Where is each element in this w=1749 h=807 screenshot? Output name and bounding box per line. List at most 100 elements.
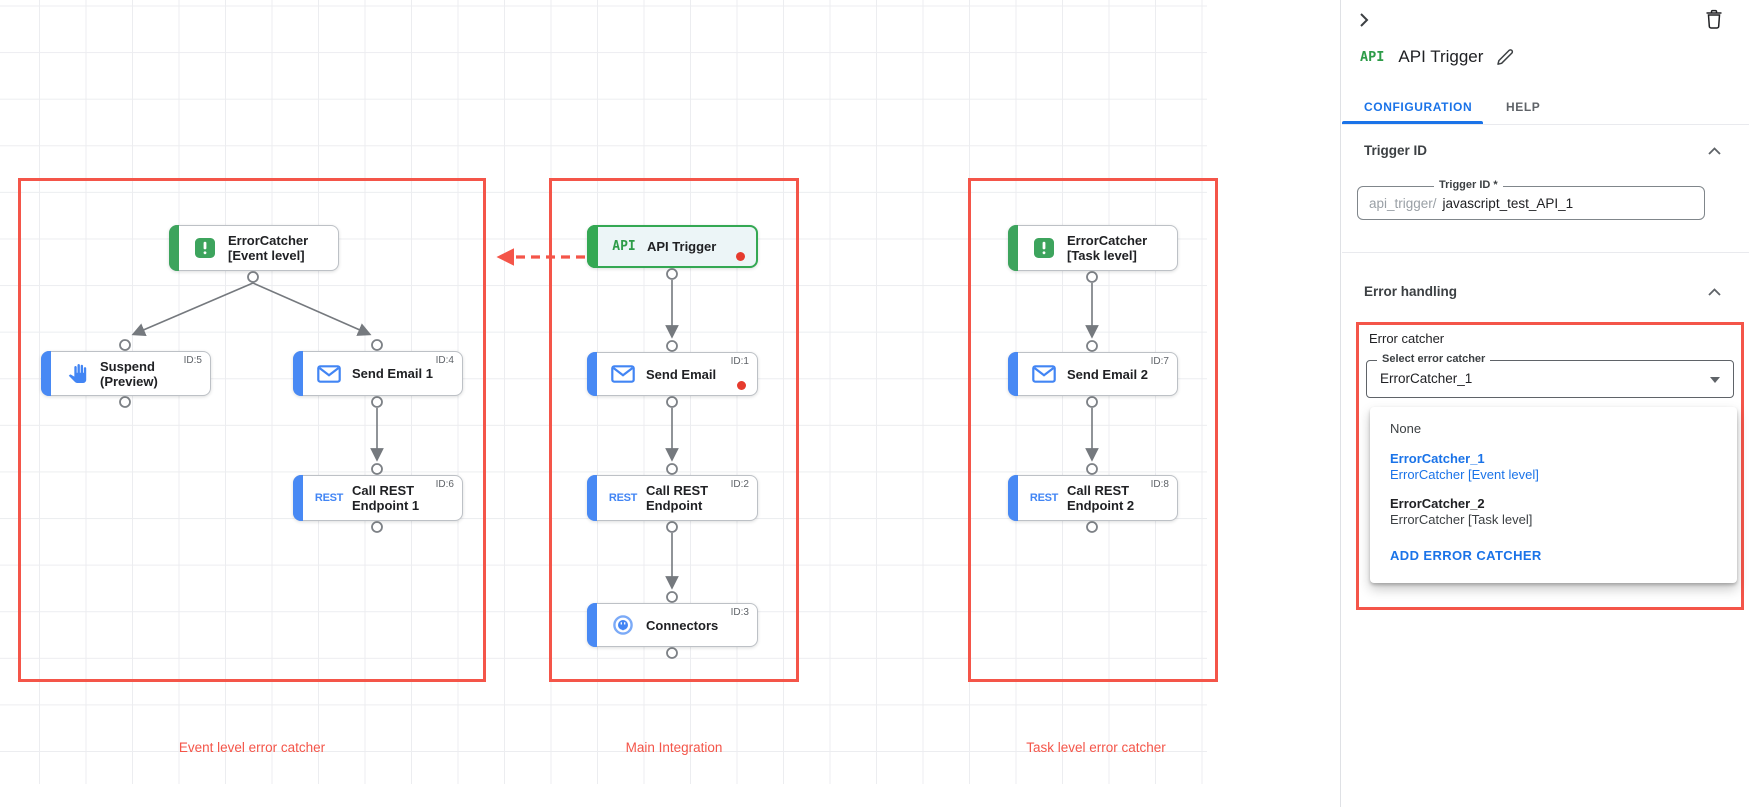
node-id-label: ID:3: [730, 607, 749, 618]
group-label-main-integration: Main Integration: [625, 740, 723, 755]
workflow-canvas[interactable]: ErrorCatcher[Event level] Suspend(Previe…: [0, 0, 1340, 807]
node-accent-bar: [587, 603, 597, 647]
node-api-trigger[interactable]: API API Trigger: [587, 225, 758, 268]
email-icon: [314, 364, 344, 383]
node-id-label: ID:1: [730, 356, 749, 367]
node-accent-bar: [1008, 475, 1018, 521]
rest-icon: REST: [314, 492, 344, 504]
edit-title-button[interactable]: [1495, 47, 1515, 67]
node-title: Send Email 2: [1067, 366, 1148, 382]
email-icon: [608, 365, 638, 383]
error-catcher-icon: [190, 238, 220, 258]
rest-icon: REST: [608, 492, 638, 504]
collapse-panel-button[interactable]: [1354, 10, 1374, 30]
node-suspend[interactable]: Suspend(Preview) ID:5: [41, 351, 211, 396]
node-accent-bar: [587, 225, 598, 268]
error-catcher-label: Error catcher: [1369, 331, 1445, 346]
node-accent-bar: [41, 351, 51, 396]
select-label: Select error catcher: [1377, 353, 1491, 365]
edit-indicator-dot: [737, 381, 746, 390]
node-id-label: ID:5: [183, 355, 202, 366]
trigger-id-prefix: api_trigger/: [1369, 195, 1437, 211]
divider: [1342, 124, 1749, 125]
section-error-handling[interactable]: Error handling: [1364, 284, 1723, 299]
menu-item-errorcatcher-2[interactable]: ErrorCatcher_2 ErrorCatcher [Task level]: [1390, 496, 1532, 528]
node-title: Suspend(Preview): [100, 358, 158, 389]
tab-configuration[interactable]: CONFIGURATION: [1364, 100, 1473, 114]
api-icon: API: [612, 239, 636, 254]
group-box-task-level: [968, 178, 1218, 682]
node-accent-bar: [587, 475, 597, 521]
node-accent-bar: [293, 475, 303, 521]
node-id-label: ID:8: [1150, 479, 1169, 490]
node-title: API Trigger: [647, 239, 717, 254]
suspend-hand-icon: [62, 364, 92, 383]
menu-item-none[interactable]: None: [1390, 421, 1422, 436]
connectors-icon: [608, 614, 638, 636]
node-id-label: ID:7: [1150, 356, 1169, 367]
error-catcher-highlight-box: Error catcher Select error catcher Error…: [1356, 322, 1744, 610]
chevron-up-icon: [1708, 287, 1721, 296]
node-title: ErrorCatcher[Event level]: [228, 233, 309, 263]
config-panel: API API Trigger CONFIGURATION HELP Trigg…: [1340, 0, 1749, 807]
error-catcher-menu: None ErrorCatcher_1 ErrorCatcher [Event …: [1370, 407, 1737, 583]
section-trigger-id[interactable]: Trigger ID: [1364, 143, 1723, 158]
chevron-right-icon: [1360, 13, 1369, 27]
tab-help[interactable]: HELP: [1506, 100, 1541, 114]
error-catcher-icon: [1029, 238, 1059, 258]
dropdown-caret-icon: [1710, 377, 1720, 383]
node-title: ErrorCatcher[Task level]: [1067, 233, 1148, 263]
node-id-label: ID:2: [730, 479, 749, 490]
menu-item-description: ErrorCatcher [Task level]: [1390, 512, 1533, 527]
menu-item-name: ErrorCatcher_1: [1390, 451, 1485, 466]
menu-item-name: ErrorCatcher_2: [1390, 496, 1485, 511]
section-title: Trigger ID: [1364, 143, 1428, 158]
section-title: Error handling: [1364, 284, 1458, 299]
edit-indicator-dot: [736, 252, 745, 261]
node-accent-bar: [169, 225, 179, 271]
trash-icon: [1706, 9, 1722, 29]
node-id-label: ID:6: [435, 479, 454, 490]
group-box-main-integration: [549, 178, 799, 682]
node-accent-bar: [1008, 225, 1018, 271]
panel-title: API Trigger: [1398, 47, 1484, 66]
trigger-id-value: javascript_test_API_1: [1442, 195, 1574, 211]
node-title: Send Email: [646, 366, 717, 382]
menu-item-description: ErrorCatcher [Event level]: [1390, 467, 1539, 482]
api-trigger-icon: API: [1360, 49, 1385, 65]
node-accent-bar: [293, 351, 303, 396]
trigger-id-field-label: Trigger ID *: [1434, 179, 1503, 191]
group-box-event-level: [18, 178, 486, 682]
node-error-catcher-event-level[interactable]: ErrorCatcher[Event level]: [169, 225, 339, 271]
node-send-email[interactable]: Send Email ID:1: [587, 352, 758, 396]
select-value: ErrorCatcher_1: [1380, 371, 1473, 386]
node-accent-bar: [1008, 352, 1018, 396]
node-error-catcher-task-level[interactable]: ErrorCatcher[Task level]: [1008, 225, 1178, 271]
node-connectors[interactable]: Connectors ID:3: [587, 603, 758, 647]
group-label-event-level: Event level error catcher: [178, 740, 326, 755]
email-icon: [1029, 365, 1059, 383]
active-tab-indicator: [1342, 121, 1483, 124]
add-error-catcher-button[interactable]: ADD ERROR CATCHER: [1390, 548, 1542, 563]
menu-item-errorcatcher-1[interactable]: ErrorCatcher_1 ErrorCatcher [Event level…: [1390, 451, 1539, 483]
group-label-task-level: Task level error catcher: [1026, 740, 1166, 755]
delete-trigger-button[interactable]: [1705, 9, 1723, 29]
node-send-email-2[interactable]: Send Email 2 ID:7: [1008, 352, 1178, 396]
node-title: Connectors: [646, 617, 719, 633]
node-send-email-1[interactable]: Send Email 1 ID:4: [293, 351, 463, 396]
chevron-up-icon: [1708, 146, 1721, 155]
pencil-icon: [1497, 49, 1514, 65]
error-catcher-select[interactable]: Select error catcher ErrorCatcher_1: [1366, 353, 1734, 398]
node-title: Send Email 1: [352, 366, 433, 381]
divider: [1342, 252, 1749, 253]
trigger-id-field[interactable]: Trigger ID * api_trigger/ javascript_tes…: [1357, 179, 1705, 220]
node-accent-bar: [587, 352, 597, 396]
node-id-label: ID:4: [435, 355, 454, 366]
